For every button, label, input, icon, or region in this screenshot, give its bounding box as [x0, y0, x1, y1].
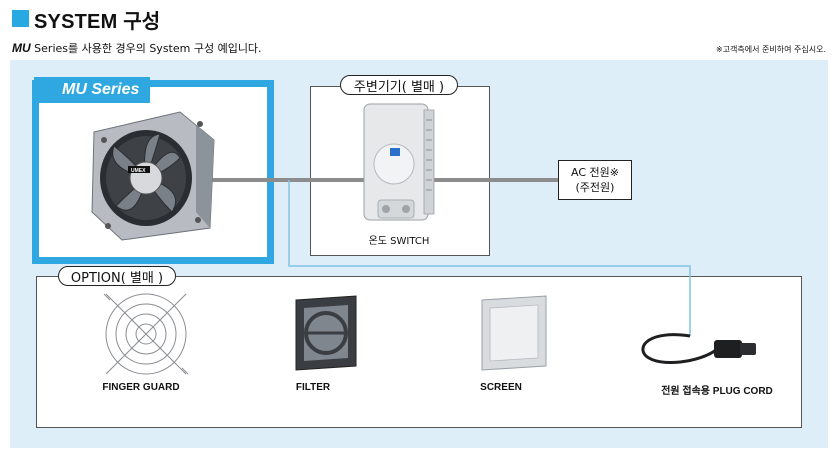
thermo-switch-label: 온도 SWITCH	[368, 236, 430, 247]
mu-series-label: MU Series	[34, 77, 150, 103]
finger-guard-label: FINGER GUARD	[102, 382, 180, 393]
title-marker	[12, 10, 29, 27]
filter-label: FILTER	[295, 382, 331, 393]
page-subtitle: MU Series를 사용한 경우의 System 구성 예입니다.	[12, 40, 262, 56]
accessory-label: 주변기기( 별매 )	[340, 75, 458, 95]
page-title: SYSTEM 구성	[34, 11, 161, 33]
customer-note: ※고객측에서 준비하여 주십시오.	[715, 45, 826, 54]
screen-image	[481, 295, 547, 371]
fan-brand-label: UMEX	[131, 168, 146, 174]
subtitle-brand: MU	[12, 41, 31, 55]
ac-fan-image	[91, 111, 215, 241]
subtitle-text: Series를 사용한 경우의 System 구성 예입니다.	[30, 42, 262, 55]
ac-power-box: AC 전원※ (주전원)	[558, 160, 632, 200]
finger-guard-image	[103, 293, 189, 375]
plug-cord-label: 전원 접속용 PLUG CORD	[661, 386, 773, 397]
plug-cord-wire	[288, 180, 691, 336]
main-power-label: (주전원)	[575, 181, 615, 194]
plug-cord-image	[641, 333, 756, 364]
screen-label: SCREEN	[480, 382, 522, 393]
ac-power-label: AC 전원※	[571, 166, 619, 179]
option-label: OPTION( 별매 )	[58, 266, 176, 286]
thermo-switch-image	[363, 103, 435, 221]
filter-image	[295, 295, 357, 371]
